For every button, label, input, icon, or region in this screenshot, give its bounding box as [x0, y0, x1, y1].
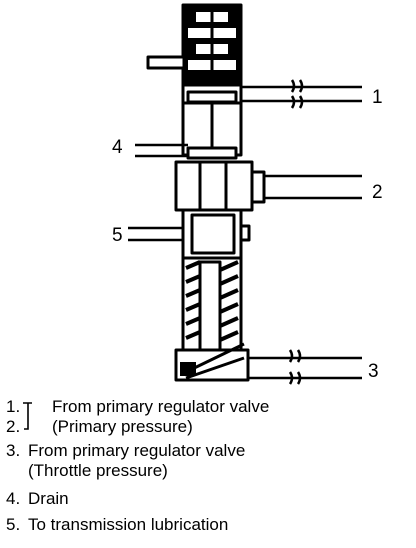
callout-5: 5	[112, 225, 123, 246]
legend-item-2: 2. (Primary pressure)	[6, 417, 193, 436]
legend-item-4: 4. Drain	[6, 489, 69, 508]
legend-item-5: 5. To transmission lubrication	[6, 515, 229, 534]
callout-4: 4	[112, 137, 123, 158]
port-lines	[128, 79, 362, 385]
legend-item-1: 1. From primary regulator valve	[6, 397, 270, 416]
callout-3: 3	[368, 361, 379, 382]
valve-diagram	[128, 3, 362, 385]
legend-item-3-cont: (Throttle pressure)	[28, 461, 168, 480]
legend-item-3: 3. From primary regulator valve	[6, 441, 246, 460]
valve-spool-top	[146, 3, 243, 87]
bracket-icon	[23, 402, 32, 430]
callout-2: 2	[372, 182, 383, 203]
spring	[185, 260, 239, 342]
callout-1: 1	[372, 87, 383, 108]
